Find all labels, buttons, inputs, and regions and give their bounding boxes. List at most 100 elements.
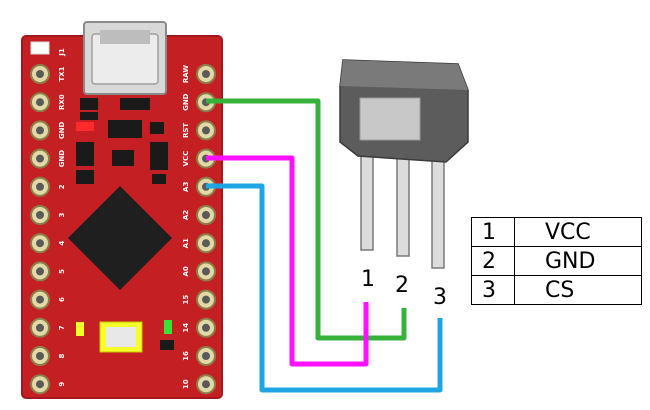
left-pin-4: 2	[30, 176, 66, 197]
microcontroller-icon	[68, 186, 172, 290]
wire-vcc	[206, 155, 369, 367]
pin-hole-icon	[202, 239, 210, 248]
led-yellow-icon	[76, 322, 84, 336]
left-pin-label: 6	[58, 297, 66, 302]
right-pin-10: 16	[182, 346, 216, 366]
right-pin-label: A2	[182, 210, 190, 220]
right-pin-label: RST	[182, 123, 190, 138]
pin-hole-icon	[202, 70, 210, 78]
right-pin-1: GND	[182, 92, 216, 113]
left-pin-7: 5	[30, 261, 66, 282]
right-pin-9: 14	[182, 317, 216, 338]
left-pin-1: RX0	[30, 92, 66, 113]
left-pin-label: 2	[58, 184, 66, 189]
pin-hole-icon	[202, 380, 210, 389]
left-pin-label: GND	[58, 122, 66, 140]
sensor-leg-1	[360, 149, 374, 251]
pin-number-cell: 2	[471, 246, 515, 276]
pin-signal-cell: CS	[514, 275, 642, 305]
right-pin-2: RST	[182, 120, 216, 141]
pin-hole-icon	[36, 70, 44, 78]
usb-connector-icon	[83, 21, 167, 95]
right-pin-label: 10	[182, 379, 190, 389]
pin-hole-icon	[36, 98, 44, 107]
left-pin-label: 7	[58, 325, 66, 330]
left-pin-9: 7	[30, 317, 66, 338]
left-pin-0: TX1	[30, 64, 66, 84]
pin-hole-icon	[36, 352, 44, 360]
right-pin-label: 14	[182, 323, 190, 333]
table-row: 2 GND	[471, 246, 642, 276]
pin-hole-icon	[202, 211, 210, 219]
pin-hole-icon	[202, 295, 210, 304]
left-pin-label: RX0	[58, 94, 66, 110]
sensor-pin-2-label: 2	[395, 273, 409, 298]
right-pin-7: A0	[182, 261, 216, 282]
left-pin-label: 3	[58, 212, 66, 217]
pin-hole-icon	[202, 352, 210, 360]
pin-number-cell: 1	[471, 217, 515, 247]
sensor-pin-3-label: 3	[433, 285, 447, 310]
wires	[206, 98, 443, 393]
left-pin-label: 5	[58, 269, 66, 274]
right-pin-8: 15	[182, 289, 216, 310]
left-pin-label: 9	[58, 382, 66, 387]
right-pin-label: A3	[182, 182, 190, 192]
hall-sensor: 1 2 3	[339, 59, 469, 310]
pin-hole-icon	[202, 126, 210, 135]
left-pin-label: TX1	[58, 66, 66, 81]
table-row: 1 VCC	[471, 217, 642, 247]
right-pin-label: GND	[182, 93, 190, 111]
left-pin-2: GND	[30, 120, 66, 141]
right-pin-11: 10	[182, 374, 216, 395]
pin-hole-icon	[36, 211, 44, 219]
pin-signal-cell: VCC	[514, 217, 642, 247]
sensor-pin-1-label: 1	[361, 267, 375, 292]
left-pin-5: 3	[30, 205, 66, 225]
right-pin-label: A0	[182, 266, 190, 276]
left-pin-3: GND	[30, 148, 66, 169]
pinout-table: 1 VCC 2 GND 3 CS	[471, 217, 642, 305]
right-pin-5: A2	[182, 205, 216, 225]
left-pin-label: GND	[58, 150, 66, 168]
left-pin-label: 8	[58, 353, 66, 358]
left-pin-8: 6	[30, 289, 66, 310]
pin-hole-icon	[36, 295, 44, 304]
pin-hole-icon	[36, 323, 44, 332]
pin-hole-icon	[36, 182, 44, 191]
wire-gnd	[206, 98, 407, 341]
pin-hole-icon	[36, 380, 44, 389]
pin-hole-icon	[202, 267, 210, 276]
led-green-icon	[164, 320, 172, 334]
jumper-pad-icon	[30, 41, 50, 55]
right-pin-label: RAW	[182, 65, 190, 83]
pin-hole-icon	[36, 267, 44, 276]
right-pin-label: A1	[182, 238, 190, 248]
left-pin-label: 4	[58, 241, 66, 246]
left-pin-6: 4	[30, 233, 66, 254]
pin-hole-icon	[36, 154, 44, 163]
right-pin-label: VCC	[182, 151, 190, 167]
left-pin-10: 8	[30, 346, 66, 366]
power-led-icon	[76, 122, 94, 131]
pin-hole-icon	[36, 126, 44, 135]
pin-hole-icon	[202, 323, 210, 332]
right-pin-0: RAW	[182, 64, 216, 84]
right-pin-6: A1	[182, 233, 216, 254]
pin-hole-icon	[36, 239, 44, 248]
left-pin-11: 9	[30, 374, 66, 395]
pin-signal-cell: GND	[514, 246, 642, 276]
sensor-face	[359, 97, 421, 141]
table-row: 3 CS	[471, 275, 642, 305]
right-pin-label: 15	[182, 295, 190, 305]
jumper-label: J1	[58, 48, 66, 57]
wire-cs	[206, 183, 443, 393]
sensor-leg-3	[431, 149, 445, 269]
right-pin-label: 16	[182, 351, 190, 361]
pin-number-cell: 3	[471, 275, 515, 305]
sensor-leg-2	[396, 149, 410, 257]
